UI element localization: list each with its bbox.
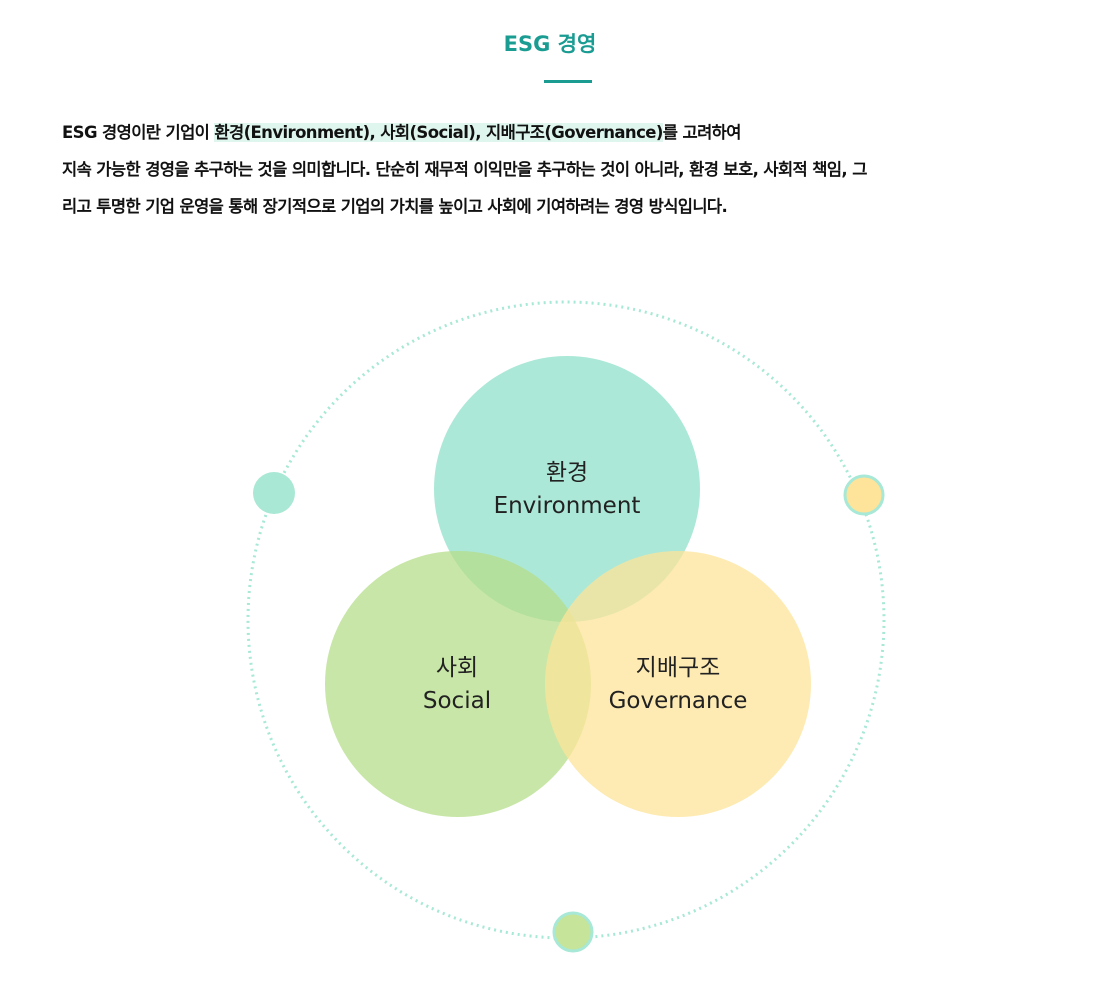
social-label-ko: 사회 [436, 655, 478, 681]
description-line-1: ESG 경영이란 기업이 환경(Environment), 사회(Social)… [62, 114, 1072, 151]
orbit-dot-mint [253, 472, 295, 514]
orbit-dot-green [552, 911, 594, 953]
governance-label-en: Governance [609, 688, 748, 714]
description-line-1-start: ESG 경영이란 기업이 [62, 123, 215, 142]
title-underline [544, 80, 592, 83]
governance-circle [545, 551, 811, 817]
description-line-2: 지속 가능한 경영을 추구하는 것을 의미합니다. 단순히 재무적 이익만을 추… [62, 160, 867, 179]
governance-label-ko: 지배구조 [636, 655, 721, 681]
description-line-3: 리고 투명한 기업 운영을 통해 장기적으로 기업의 가치를 높이고 사회에 기… [62, 197, 728, 216]
environment-circle [434, 356, 700, 622]
description-highlight: 환경(Environment), 사회(Social), 지배구조(Govern… [214, 123, 663, 142]
description-line-1-end: 를 고려하여 [662, 123, 742, 142]
page-title: ESG 경영 [503, 32, 597, 56]
esg-description: ESG 경영이란 기업이 환경(Environment), 사회(Social)… [62, 114, 1072, 225]
social-label-en: Social [423, 688, 491, 714]
social-circle [325, 551, 591, 817]
environment-label-en: Environment [494, 493, 641, 519]
orbit-dot-yellow [843, 474, 885, 516]
environment-label-ko: 환경 [546, 460, 588, 486]
